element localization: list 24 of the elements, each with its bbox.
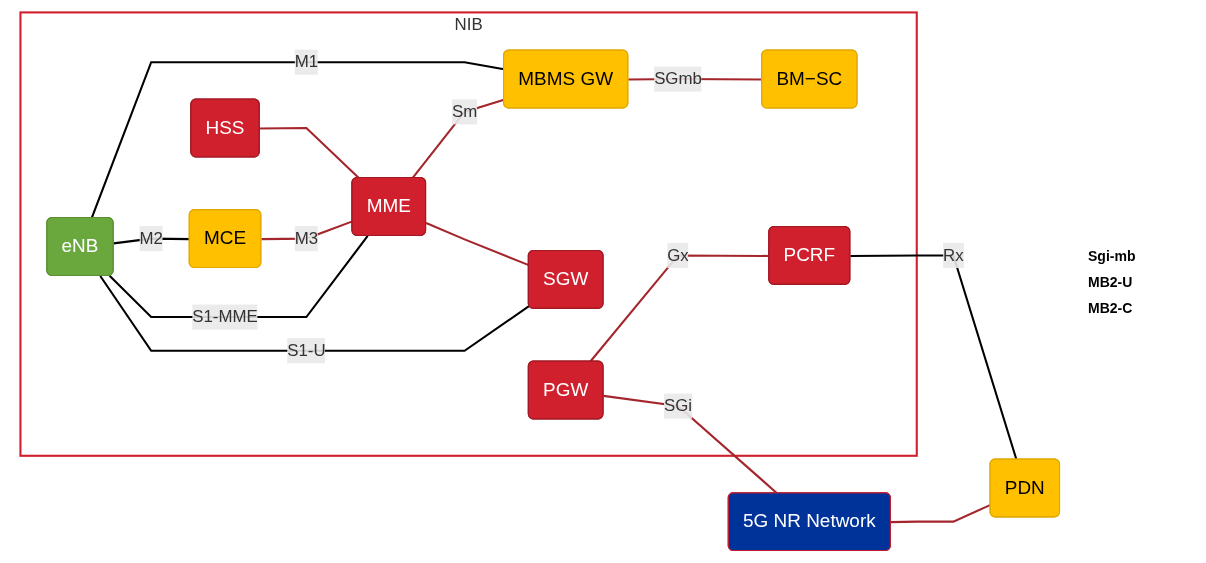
interface-label: SGmb — [654, 66, 702, 92]
interface-label: M1 — [294, 49, 319, 75]
interface-label: MB2-U — [1088, 273, 1134, 290]
network-node-box: SGW — [527, 249, 604, 309]
network-node-box: PGW — [527, 360, 604, 420]
network-node-box: 5G NR Network — [727, 492, 891, 552]
interface-label: S1-MME — [192, 304, 258, 330]
interface-label: M3 — [294, 225, 319, 252]
network-node-box: MBMS GW — [503, 49, 629, 109]
interface-label: Rx — [943, 242, 964, 269]
network-node-box: PCRF — [768, 225, 851, 285]
interface-label: MB2-C — [1088, 299, 1134, 316]
network-node-box: MCE — [188, 209, 262, 269]
interface-label: S1-U — [287, 338, 326, 364]
interface-label: Sgi-mb — [1088, 247, 1137, 264]
interface-label: Gx — [667, 242, 689, 269]
network-node-box: eNB — [46, 217, 114, 276]
network-node-box: HSS — [190, 98, 260, 158]
network-node-box: MME — [351, 176, 427, 236]
interface-label: SGi — [663, 393, 693, 419]
interface-label: M2 — [139, 225, 163, 252]
interface-label: Sm — [451, 99, 478, 125]
network-node-box: BM−SC — [761, 49, 858, 109]
network-node-box: PDN — [989, 458, 1061, 518]
